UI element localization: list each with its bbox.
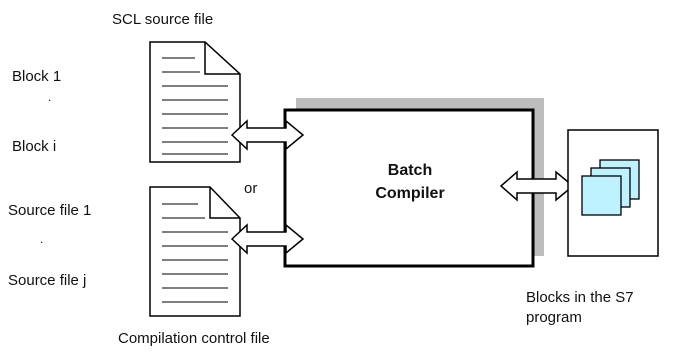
- compilation-control-file-label: Compilation control file: [118, 330, 270, 347]
- source-file-first-label: Source file 1: [8, 202, 92, 219]
- output-label-line1: Blocks in the S7: [526, 289, 634, 306]
- compiler-title-line1: Batch: [387, 162, 433, 179]
- output-label-line2: program: [526, 309, 582, 326]
- program-block-icon-front: [581, 175, 622, 216]
- scl-source-file-icon: [149, 41, 241, 163]
- s7-program-container: [567, 129, 659, 257]
- block-first-label: Block 1: [12, 68, 62, 85]
- or-label: or: [244, 180, 258, 197]
- block-last-label: Block i: [12, 138, 57, 155]
- compilation-control-file-icon: [149, 186, 241, 317]
- source-file-last-label: Source file j: [8, 272, 87, 289]
- block-ellipsis: .: [48, 90, 52, 104]
- batch-compiler-box: [283, 98, 544, 268]
- double-arrow-top: [230, 119, 305, 151]
- source-file-ellipsis: .: [40, 232, 44, 246]
- double-arrow-bottom: [230, 223, 305, 255]
- scl-source-file-label: SCL source file: [112, 11, 214, 28]
- compiler-title-line2: Compiler: [375, 185, 445, 202]
